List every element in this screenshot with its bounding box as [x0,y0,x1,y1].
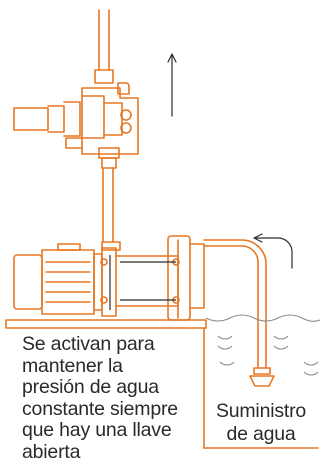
activation-caption-line: Se activan para [22,333,155,355]
water-supply-label-line: Suministro [215,400,307,422]
base-plate [5,319,319,449]
discharge-pipe-lower [102,167,114,243]
discharge-pipe-upper [94,9,114,84]
arrow-up-icon [167,53,177,117]
curved-arrow-left-icon [253,233,293,269]
activation-caption-line: abierta [22,440,81,463]
activation-caption-line: presión de agua [22,376,159,399]
pressure-controller [13,82,139,169]
electric-motor [13,243,117,317]
water-surface [205,314,320,376]
suction-pipe [203,239,275,387]
activation-caption-line: que hay una llave [22,419,172,442]
water-supply-label: Suministro de agua [207,400,315,446]
activation-caption-line: constante siempre [22,397,178,420]
activation-caption: Se activan para mantener la presión de a… [22,333,202,464]
pump-tie-rods [109,255,176,310]
water-supply-label-line: de agua [226,423,296,445]
activation-caption-line: mantener la [22,354,123,377]
